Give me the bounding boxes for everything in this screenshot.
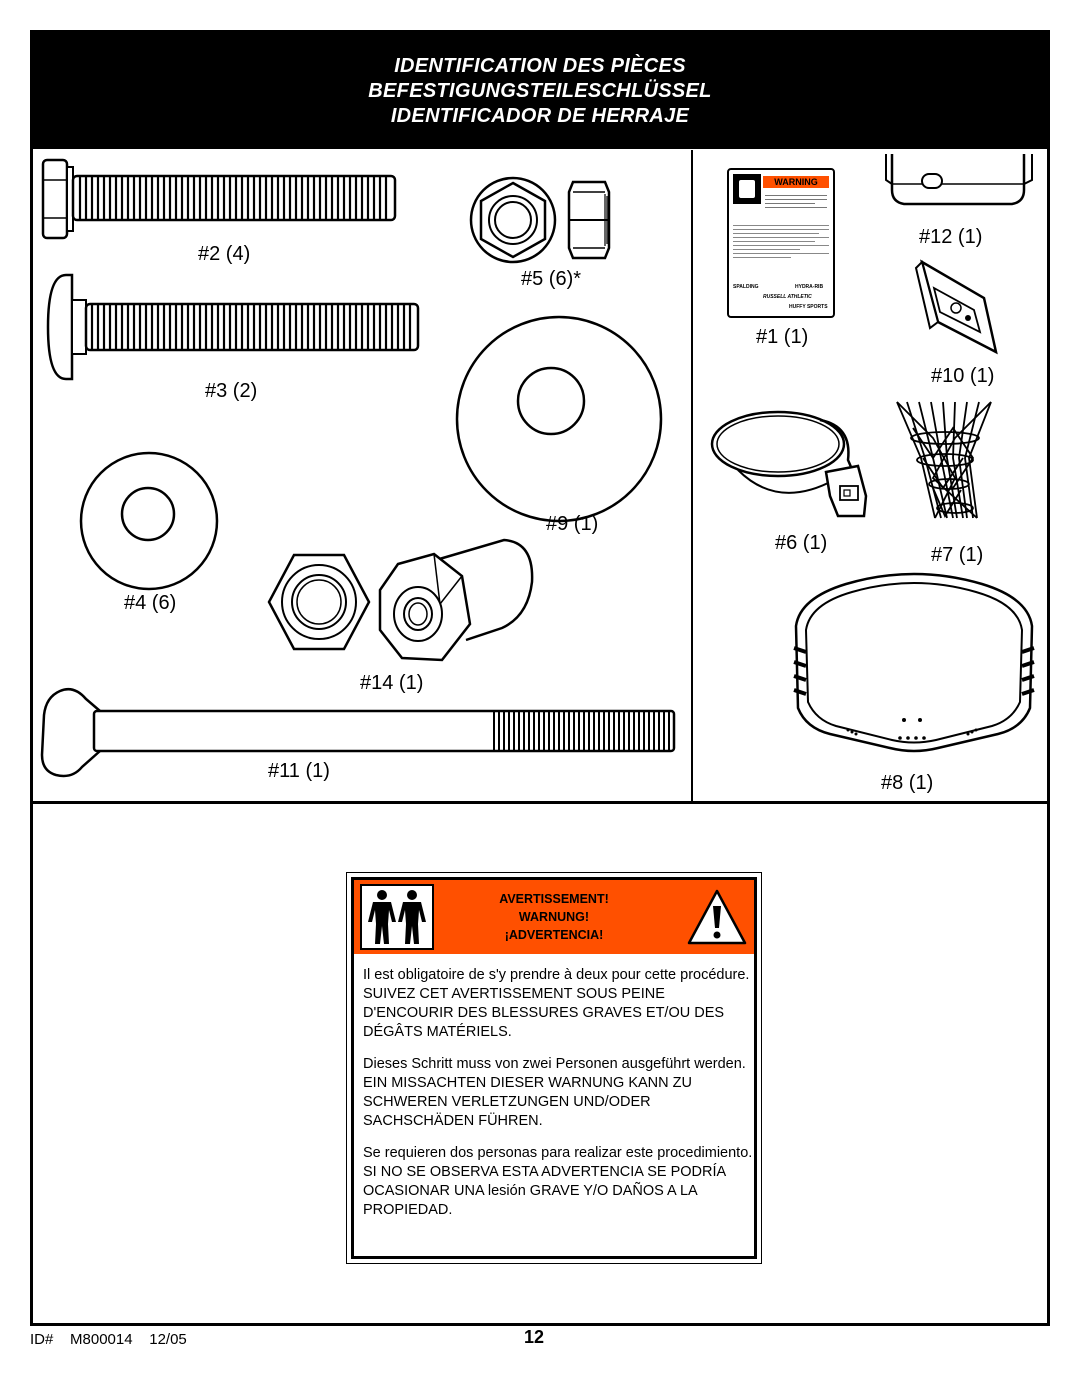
part-2-label: #2 (4) xyxy=(198,243,251,265)
brand-russell: RUSSELL ATHLETIC xyxy=(763,294,812,300)
flange-nut-side-illustration xyxy=(567,180,611,260)
caution-triangle-icon xyxy=(687,889,747,945)
reading-manual-icon xyxy=(733,174,761,204)
j-bolt-illustration xyxy=(40,688,676,778)
part-9-label: #9 (1) xyxy=(546,513,599,535)
part-6-label: #6 (1) xyxy=(775,532,828,554)
warning-text-german: Dieses Schritt muss von zwei Personen au… xyxy=(363,1056,746,1129)
part-3-label: #3 (2) xyxy=(205,380,258,402)
warning-body: Il est obligatoire de s'y prendre à deux… xyxy=(363,966,755,1233)
title-german: BEFESTIGUNGSTEILESCHLÜSSEL xyxy=(368,80,712,102)
title-french: IDENTIFICATION DES PIÈCES xyxy=(394,55,686,77)
part-10-label: #10 (1) xyxy=(931,365,995,387)
label-body-text xyxy=(733,222,829,282)
warning-text-spanish: Se requieren dos personas para realizar … xyxy=(363,1145,753,1218)
label-fine-print xyxy=(765,192,827,214)
hex-nut-illustration xyxy=(267,553,371,651)
part-4-label: #4 (6) xyxy=(124,592,177,614)
warning-title-french: AVERTISSEMENT! xyxy=(499,892,609,906)
page-number: 12 xyxy=(524,1327,545,1347)
rim-illustration xyxy=(710,410,868,518)
part-7-label: #7 (1) xyxy=(931,544,984,566)
two-person-icon xyxy=(360,884,434,950)
warning-titles: AVERTISSEMENT! WARNUNG! ¡ADVERTENCIA! xyxy=(464,890,644,944)
page-header: IDENTIFICATION DES PIÈCES BEFESTIGUNGSTE… xyxy=(33,33,1047,149)
sleeve-nut-illustration xyxy=(378,538,534,662)
large-washer-illustration xyxy=(455,315,663,523)
warning-title-german: WARNUNG! xyxy=(518,910,590,924)
part-12-label: #12 (1) xyxy=(919,226,983,248)
warning-box-outer xyxy=(346,872,762,1264)
brand-huffy: HUFFY SPORTS xyxy=(789,304,828,310)
brand-hydrarib: HYDRA-RIB xyxy=(795,284,824,290)
warning-title-spanish: ¡ADVERTENCIA! xyxy=(504,928,604,942)
warning-label-sticker: WARNING SPALDING HYDRA-RIB RUSSELL ATHLE… xyxy=(727,168,835,318)
backboard-illustration xyxy=(793,572,1035,753)
column-divider xyxy=(691,150,693,802)
section-divider xyxy=(33,801,1047,804)
title-spanish: IDENTIFICADOR DE HERRAJE xyxy=(390,105,690,127)
warning-box xyxy=(351,877,757,1259)
part-11-label: #11 (1) xyxy=(268,760,330,782)
warning-text-french: Il est obligatoire de s'y prendre à deux… xyxy=(363,967,750,1040)
brand-spalding: SPALDING xyxy=(733,284,759,290)
part-14-label: #14 (1) xyxy=(360,672,424,694)
bracket-plate-illustration xyxy=(914,259,998,355)
document-id: ID# M800014 12/05 xyxy=(30,1331,187,1348)
flange-nut-top-illustration xyxy=(469,176,557,264)
warning-label-heading: WARNING xyxy=(763,176,829,188)
part-1-label: #1 (1) xyxy=(756,326,809,348)
part-5-label: #5 (6)* xyxy=(521,268,582,290)
small-washer-illustration xyxy=(79,451,219,591)
carriage-bolt-illustration xyxy=(46,273,420,381)
basketball-net-illustration xyxy=(896,401,992,519)
page-frame xyxy=(30,30,1050,1326)
flange-bolt-illustration xyxy=(41,158,397,240)
part-8-label: #8 (1) xyxy=(881,772,934,794)
bracket-channel-illustration xyxy=(885,154,1033,206)
